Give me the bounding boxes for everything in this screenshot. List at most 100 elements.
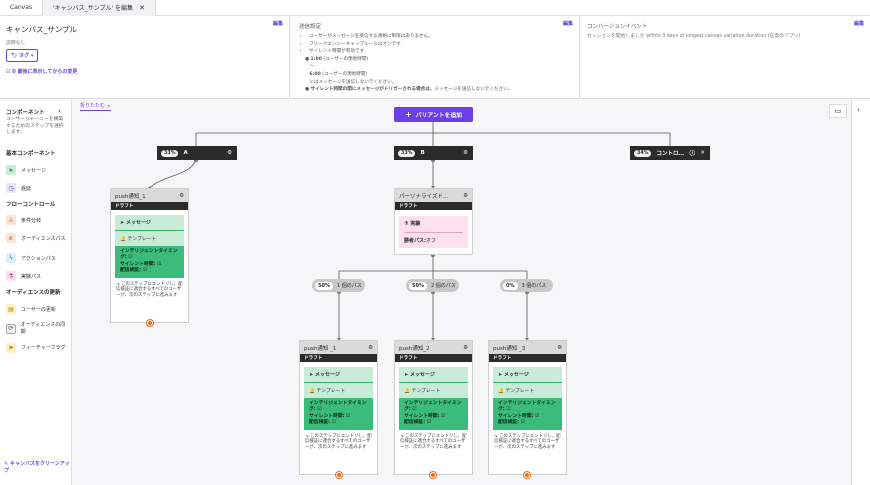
edit-link[interactable]: 編集 <box>853 21 864 27</box>
gear-icon[interactable]: ⚙ <box>179 192 184 199</box>
sidebar-item-experiment[interactable]: ⚗実験パス <box>6 271 41 281</box>
change-count: 0 <box>12 69 16 75</box>
add-step-dot[interactable] <box>524 472 530 478</box>
sidebar-item-feature-flag[interactable]: ⚑フィーチャーフラグ <box>6 343 68 353</box>
variant-a[interactable]: 33%A⚙ <box>157 146 237 160</box>
check-icon: ☑ <box>506 407 511 413</box>
sidebar-item-audience-paths[interactable]: ⋔オーディエンスパス <box>6 233 66 243</box>
collapse-icon: ⌅ <box>106 103 111 109</box>
tab-edit-canvas[interactable]: 'キャンバス_サンプル' を編集✕ <box>42 0 156 16</box>
plus-icon: + <box>405 110 412 119</box>
step-card-push1[interactable]: push通知_1⚙ ドラフト ➤ メッセージ 🔔 テンプレート インテリジェント… <box>110 188 189 323</box>
gear-icon[interactable]: ⚙ <box>557 344 562 351</box>
canvas-name: キャンバス_サンプル <box>6 25 78 34</box>
list-icon: ☷ <box>6 69 11 75</box>
wand-icon: ✎ <box>4 461 9 467</box>
add-step-dot[interactable] <box>147 320 153 326</box>
gear-icon[interactable]: ⚙ <box>368 344 373 351</box>
edit-link[interactable]: 編集 <box>272 21 283 27</box>
canvas-description: 説明なし <box>6 41 26 46</box>
step-card-push-path3[interactable]: push通知 _3⚙ ドラフト ➤ メッセージ 🔔 テンプレート インテリジェン… <box>488 340 567 475</box>
clock-icon: ◷ <box>6 183 16 193</box>
gear-icon[interactable]: ⚙ <box>463 344 468 351</box>
sidebar-item-audience-sync[interactable]: ⟳オーディエンスの同期 <box>6 322 68 335</box>
arrow-down-icon: ⬎ <box>494 433 498 439</box>
message-icon: ➤ <box>6 165 16 175</box>
flask-icon: ⚗ <box>6 271 16 281</box>
path-pill-1[interactable]: 50%1 個のパス <box>312 279 365 292</box>
sync-icon: ⟳ <box>6 323 16 334</box>
chevron-left-icon[interactable]: ‹ <box>58 107 61 115</box>
step-card-push-path1[interactable]: push通知 _1⚙ ドラフト ➤ メッセージ 🔔 テンプレート インテリジェン… <box>299 340 378 475</box>
comment-icon[interactable]: ▭ <box>829 104 847 118</box>
send-settings-panel: 編集 送信設定 ユーザーがメッセージを受信する適格に制限はありません。 フリーク… <box>291 16 580 99</box>
sidebar-item-message[interactable]: ➤メッセージ <box>6 165 46 175</box>
arrow-down-icon: ⬎ <box>305 433 309 439</box>
check-icon: ☑ <box>535 413 540 419</box>
step-card-push-path2[interactable]: push通知_2⚙ ドラフト ➤ メッセージ 🔔 テンプレート インテリジェント… <box>394 340 473 475</box>
sidebar-desc: ユーザージャーニーを構築するためのステップを選択します。 <box>6 117 64 135</box>
message-box: ➤ メッセージ 🔔 テンプレート インテリジェントタイミング: ☑サイレント時間… <box>493 367 562 430</box>
bell-icon: 🔔 <box>309 389 315 394</box>
path-pill-3[interactable]: 0%3 個のパス <box>500 279 553 292</box>
conversion-panel: 編集 コンバージョンイベント セッションを開始しました within 3 day… <box>581 16 870 99</box>
collapse-button[interactable]: 折りたたむ ⌅ <box>80 103 111 111</box>
bolt-icon: ϟ <box>6 253 16 263</box>
check-icon: ☑ <box>426 420 431 426</box>
experiment-box: ⚗ 実験 勝者パス:オフ <box>399 216 468 248</box>
check-icon: ☑ <box>157 261 162 267</box>
close-icon[interactable]: ✕ <box>700 150 705 156</box>
info-icon[interactable]: ⓘ <box>689 151 695 157</box>
tag-button[interactable]: 🏷 タグ ▾ <box>6 49 39 62</box>
sidebar-title: コンポーネント <box>6 110 45 116</box>
message-box: ➤ メッセージ 🔔 テンプレート インテリジェントタイミング: ☑サイレント時間… <box>115 215 184 278</box>
gear-icon[interactable]: ⚙ <box>463 150 468 156</box>
send-settings-title: 送信設定 <box>299 24 322 30</box>
close-icon[interactable]: ✕ <box>139 4 145 12</box>
check-icon: ☑ <box>317 407 322 413</box>
add-variant-button[interactable]: +バリアントを追加 <box>394 107 473 122</box>
tab-canvas[interactable]: Canvas <box>10 4 33 11</box>
check-icon: ☑ <box>128 255 133 261</box>
step-card-personalized[interactable]: パーソナライズド…⚙ ドラフト ⚗ 実験 勝者パス:オフ <box>394 188 473 255</box>
check-icon: ☑ <box>441 413 446 419</box>
send-icon: ➤ <box>309 372 314 378</box>
check-icon: ☑ <box>520 420 525 426</box>
check-icon: ☑ <box>412 407 417 413</box>
send-icon: ➤ <box>404 372 409 378</box>
path-pill-2[interactable]: 50%2 個のパス <box>406 279 459 292</box>
send-icon: ➤ <box>120 220 125 226</box>
section-flow: フローコントロール <box>6 202 56 208</box>
section-audience: オーディエンスの更新 <box>6 290 61 296</box>
gear-icon[interactable]: ⚙ <box>463 192 468 199</box>
check-icon: ☑ <box>142 268 147 274</box>
tag-icon: 🏷 <box>11 53 18 59</box>
sidebar-item-decision[interactable]: ⅄条件分岐 <box>6 215 41 225</box>
arrow-down-icon: ⬎ <box>116 281 120 287</box>
add-step-dot[interactable] <box>430 472 436 478</box>
paths-icon: ⋔ <box>6 233 16 243</box>
changes-link[interactable]: ☷ 0 最後に表示してからの変更 <box>6 69 78 75</box>
sidebar-item-delay[interactable]: ◷遅延 <box>6 183 31 193</box>
split-icon: ⅄ <box>6 215 16 225</box>
sidebar-item-user-update[interactable]: ▤ユーザーの更新 <box>6 304 56 314</box>
send-settings-list: ユーザーがメッセージを受信する適格に制限はありません。 フリークエンシーキャップ… <box>299 33 573 94</box>
add-step-dot[interactable] <box>336 472 342 478</box>
chevron-left-icon[interactable]: ‹ <box>857 106 860 114</box>
canvas-info-panel: 編集 キャンバス_サンプル 説明なし 🏷 タグ ▾ ☷ 0 最後に表示してからの… <box>0 16 290 99</box>
bell-icon: 🔔 <box>404 389 410 394</box>
top-tab-bar: Canvas 'キャンバス_サンプル' を編集✕ <box>0 0 870 16</box>
cleanup-button[interactable]: ✎ キャンバスをクリーンアップ <box>4 461 70 474</box>
variant-control[interactable]: 34%コントロ…ⓘ✕ <box>630 146 710 160</box>
conversion-title: コンバージョンイベント <box>587 24 648 30</box>
edit-link[interactable]: 編集 <box>562 21 573 27</box>
component-sidebar <box>0 100 72 485</box>
message-box: ➤ メッセージ 🔔 テンプレート インテリジェントタイミング: ☑サイレント時間… <box>304 367 373 430</box>
variant-b[interactable]: 33%B⚙ <box>394 146 473 160</box>
bell-icon: 🔔 <box>120 237 126 242</box>
user-update-icon: ▤ <box>6 304 16 314</box>
chevron-down-icon: ▾ <box>30 53 34 59</box>
gear-icon[interactable]: ⚙ <box>227 150 232 156</box>
